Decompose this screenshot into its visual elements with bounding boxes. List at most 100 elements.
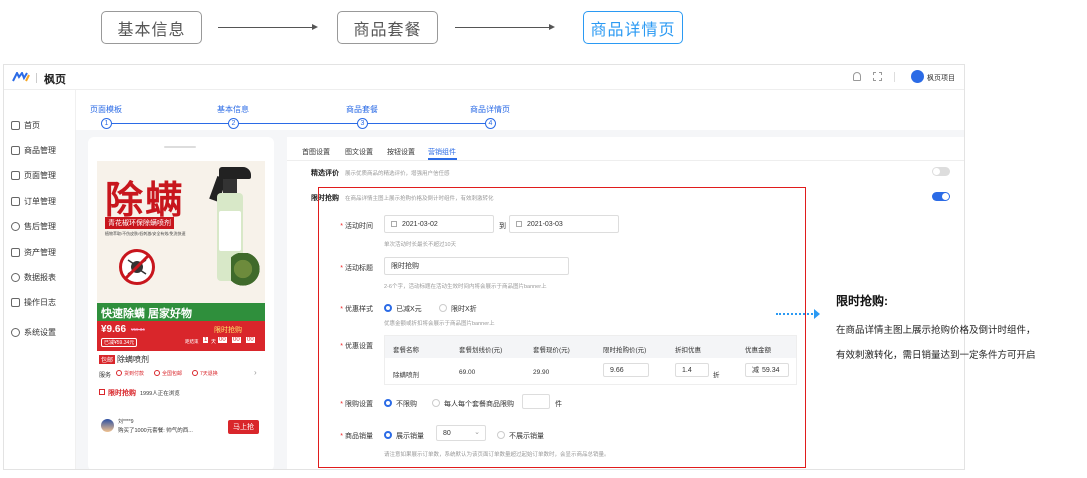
countdown-label: 距结束	[185, 339, 199, 344]
title-hint: 2-6个字，活动标题在活动生效时间内将会展示于商品图片banner上	[384, 284, 547, 290]
step-label-basic[interactable]: 基本信息	[217, 105, 249, 114]
flow-arrow	[455, 24, 555, 30]
table-header	[385, 336, 796, 358]
flash-row-label: 限时抢购	[108, 390, 136, 397]
limit-unit: 件	[555, 401, 562, 408]
discount-table: 套餐名称 套餐划线价(元) 套餐现价(元) 限时抢购价(元) 折扣优惠 优惠金额…	[384, 335, 797, 385]
sales-option-hide[interactable]	[497, 431, 505, 439]
flow-step-basic-info: 基本信息	[101, 11, 202, 44]
sales-option-hide-label[interactable]: 不展示销量	[509, 433, 544, 440]
step-1[interactable]: 1	[101, 118, 112, 129]
end-date-input[interactable]: 2021-03-03	[509, 215, 619, 233]
step-label-detail[interactable]: 商品详情页	[470, 105, 510, 114]
sales-hint: 请注意如果展示订单数，系统默认为该页面订单数量超过起始订单数时，会显示商品总销量…	[384, 452, 610, 458]
flash-label: 限时抢购	[214, 327, 242, 334]
hero-small-text: 植物萃取/不伤皮肤/低刺激/安全有效/免洗快速	[105, 231, 186, 236]
original-price: ¥59.34	[131, 327, 145, 332]
sidebar-item-label: 系统设置	[24, 328, 56, 337]
no-mite-icon	[119, 249, 155, 285]
buy-now-button[interactable]: 马上抢	[228, 420, 259, 434]
start-date-input[interactable]: 2021-03-02	[384, 215, 494, 233]
phone-notch	[164, 146, 196, 148]
discount-input[interactable]: 1.4	[675, 363, 709, 377]
flash-price-input[interactable]: 9.66	[603, 363, 649, 377]
sidebar-item-label: 资产管理	[24, 248, 56, 257]
hero-title: 除螨	[105, 180, 186, 222]
step-4[interactable]: 4	[485, 118, 496, 129]
discount-unit: 折	[713, 372, 720, 379]
step-label-package[interactable]: 商品套餐	[346, 105, 378, 114]
divider	[894, 72, 895, 82]
limit-option-none[interactable]	[384, 399, 392, 407]
sidebar-item-orders[interactable]: 订单管理	[11, 196, 56, 207]
service-label: 服务	[99, 373, 112, 379]
sidebar-item-logs[interactable]: 操作日志	[11, 297, 56, 308]
sidebar-item-aftersale[interactable]: 售后管理	[11, 221, 56, 232]
buyer-name: 刘****9	[118, 419, 134, 425]
log-icon	[11, 298, 20, 307]
review-toggle[interactable]	[932, 167, 950, 176]
style-hint: 优惠金额或折扣将会展示于商品图片banner上	[384, 321, 495, 327]
sidebar-item-settings[interactable]: 系统设置	[11, 327, 56, 338]
tab-image-text-settings[interactable]: 图文设置	[345, 149, 373, 156]
annotation-line-1: 在商品详情主图上展示抢购价格及倒计时组件，	[836, 325, 1036, 336]
style-option-reduce[interactable]	[384, 304, 392, 312]
time-label: *活动时间	[340, 223, 373, 230]
limit-option-none-label[interactable]: 不限购	[396, 401, 417, 408]
countdown-days: 1	[203, 337, 209, 343]
flow-step-detail-page: 商品详情页	[583, 11, 683, 44]
step-3[interactable]: 3	[357, 118, 368, 129]
step-label-template[interactable]: 页面模板	[90, 105, 122, 114]
tab-cover-settings[interactable]: 首图设置	[302, 149, 330, 156]
sales-option-show[interactable]	[384, 431, 392, 439]
limit-option-per-person[interactable]	[432, 399, 440, 407]
sidebar-item-home[interactable]: 首页	[11, 120, 40, 131]
logo-icon	[12, 72, 30, 82]
limit-quantity-input[interactable]	[522, 394, 550, 409]
chevron-right-icon[interactable]: ›	[254, 368, 257, 377]
grid-icon[interactable]	[873, 72, 882, 81]
calendar-icon	[516, 221, 522, 227]
check-icon	[192, 370, 198, 376]
sales-option-show-label[interactable]: 展示销量	[396, 433, 424, 440]
sidebar: 首页 商品管理 页面管理 订单管理 售后管理 资产管理 数据报表 操作日志 系统…	[4, 90, 76, 469]
limit-option-per-person-label[interactable]: 每人每个套餐商品限购	[444, 401, 514, 408]
annotation-line-2: 有效刺激转化，需日销量达到一定条件方可开启	[836, 350, 1036, 361]
sidebar-item-assets[interactable]: 资产管理	[11, 247, 56, 258]
sidebar-item-pages[interactable]: 页面管理	[11, 170, 56, 181]
flash-toggle[interactable]	[932, 192, 950, 201]
step-2[interactable]: 2	[228, 118, 239, 129]
style-label: *优惠样式	[340, 306, 373, 313]
tab-divider	[287, 160, 964, 161]
divider	[36, 73, 37, 83]
user-icon	[11, 222, 20, 231]
hero-image: 除螨 青花椒环保除螨喷剂 植物萃取/不伤皮肤/低刺激/安全有效/免洗快速	[97, 161, 265, 303]
date-range-separator: 到	[499, 223, 506, 230]
avatar[interactable]	[911, 70, 924, 83]
flow-step-label: 商品详情页	[590, 21, 676, 39]
user-name[interactable]: 枫页项目	[927, 75, 955, 82]
review-title: 精选评价	[311, 170, 339, 177]
free-shipping-tag: 包邮	[99, 355, 116, 364]
style-option-reduce-label[interactable]: 已减X元	[396, 306, 422, 313]
bell-icon[interactable]	[853, 72, 861, 81]
title-input[interactable]: 限时抢购	[384, 257, 569, 275]
sidebar-item-goods[interactable]: 商品管理	[11, 145, 56, 156]
sales-label: *商品销量	[340, 433, 373, 440]
flash-price: ¥9.66	[101, 324, 127, 335]
time-hint: 单次活动时长最长不超过10天	[384, 242, 457, 248]
tab-marketing[interactable]: 营销组件	[428, 149, 456, 156]
tab-button-settings[interactable]: 按钮设置	[387, 149, 415, 156]
style-option-discount-label[interactable]: 限时X折	[451, 306, 477, 313]
hero-subtitle: 青花椒环保除螨喷剂	[105, 217, 174, 229]
sidebar-item-reports[interactable]: 数据报表	[11, 272, 56, 283]
style-option-discount[interactable]	[439, 304, 447, 312]
asset-icon	[11, 248, 20, 257]
flow-step-label: 商品套餐	[353, 21, 422, 39]
settings-icon	[11, 328, 20, 337]
check-icon	[154, 370, 160, 376]
product-name: 除螨喷剂	[117, 355, 149, 364]
promo-banner: 快速除螨 居家好物	[97, 303, 265, 321]
sales-select[interactable]: 80⌄	[436, 425, 486, 441]
